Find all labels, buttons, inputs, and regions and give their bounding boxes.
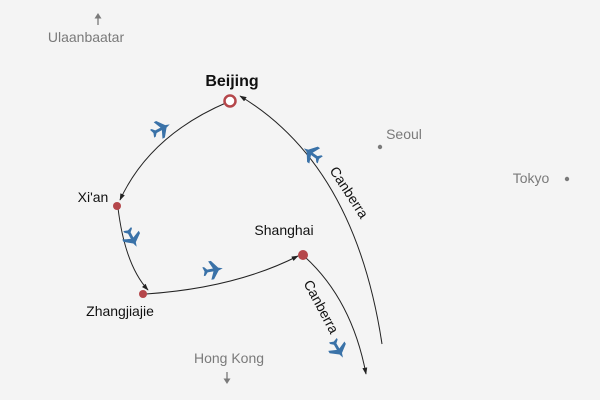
route-label-canberra: Canberra	[301, 277, 343, 336]
plane-icon	[147, 116, 175, 143]
plane-icon	[201, 259, 225, 281]
plane-icon	[324, 335, 352, 363]
city-label-shanghai: Shanghai	[254, 222, 313, 238]
place-label-tokyo: Tokyo	[513, 170, 550, 186]
tokyo-dot	[564, 176, 570, 182]
route-beijing-xian	[119, 101, 229, 201]
route-shanghai-canberra	[304, 256, 368, 375]
plane-icon	[298, 140, 326, 168]
route-canberra-beijing	[239, 95, 383, 345]
zhangjiajie-stop-marker	[139, 290, 147, 298]
place-label-seoul: Seoul	[386, 126, 422, 142]
route-zhangjiajie-shanghai	[145, 255, 299, 295]
shanghai-stop-marker	[298, 250, 308, 260]
place-label-hong-kong: Hong Kong	[194, 350, 264, 366]
xian-stop-marker	[113, 202, 121, 210]
south-arrow-icon	[223, 372, 231, 384]
city-label-zhangjiajie: Zhangjiajie	[86, 303, 154, 319]
city-label-xian: Xi'an	[78, 189, 109, 205]
beijing-origin-marker	[223, 94, 237, 108]
place-label-ulaanbaatar: Ulaanbaatar	[48, 29, 125, 45]
route-xian-zhangjiajie	[117, 207, 149, 291]
city-label-beijing: Beijing	[205, 73, 258, 90]
seoul-dot	[377, 144, 383, 150]
north-arrow-icon	[94, 13, 102, 25]
